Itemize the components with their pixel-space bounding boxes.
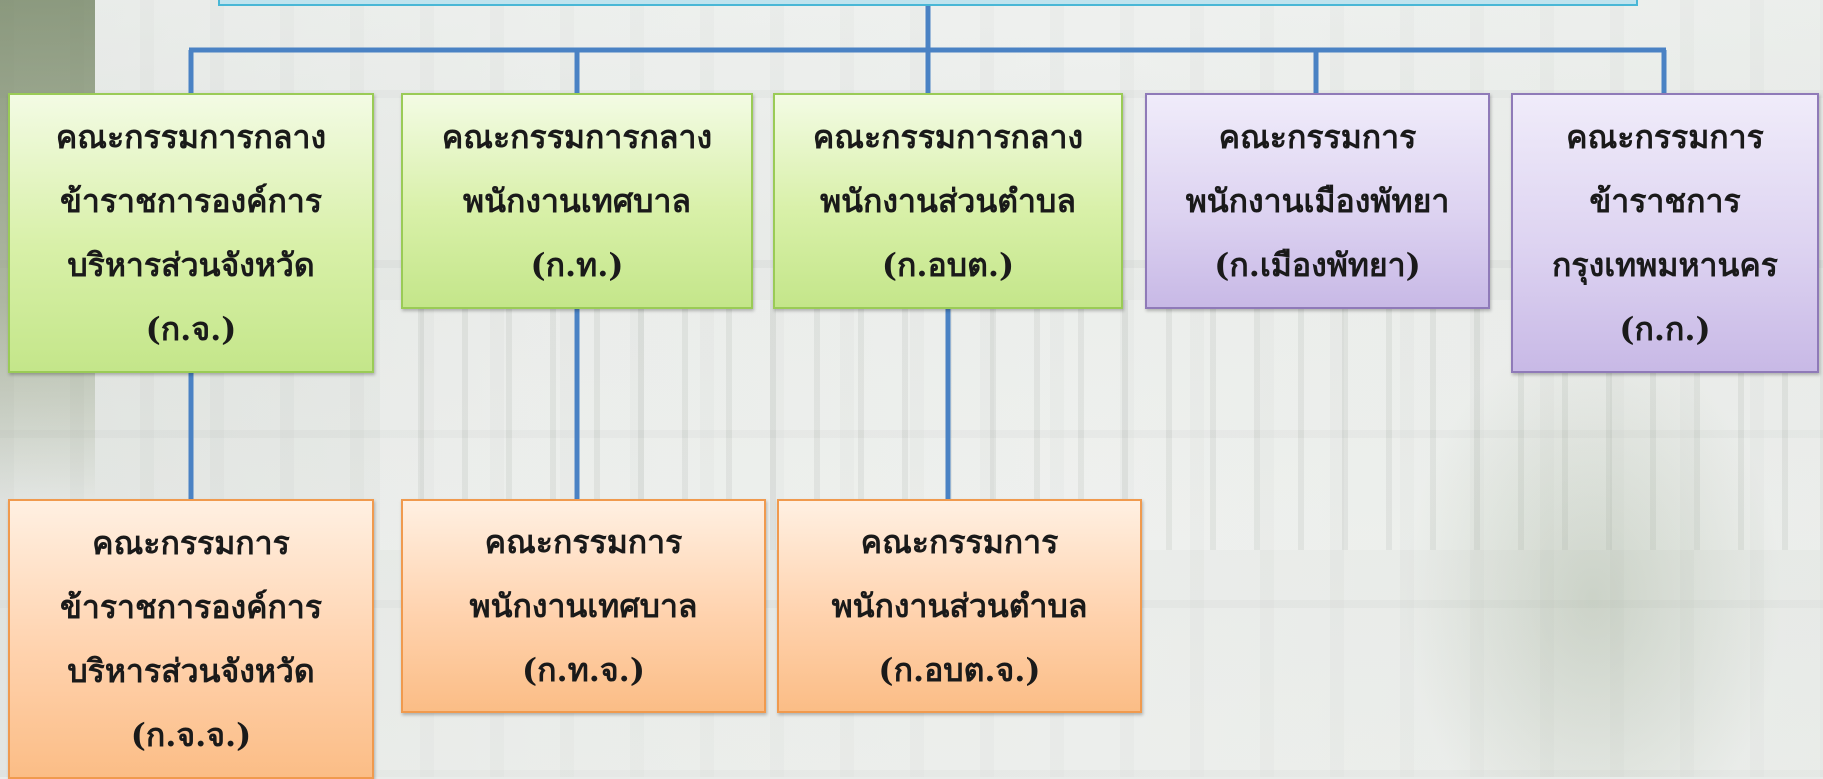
node-line: คณะกรรมการกลาง [812,118,1084,156]
node-line: (ก.จ.จ.) [130,716,252,754]
node-line: (ก.ก.) [1619,310,1711,348]
node-line: คณะกรรมการกลาง [55,118,327,156]
node-line: (ก.เมืองพัทยา) [1214,246,1421,284]
node-line: (ก.ท.) [530,246,624,284]
node-kor-tor: คณะกรรมการกลาง พนักงานเทศบาล (ก.ท.) [401,93,753,309]
node-kor-tor-jor: คณะกรรมการ พนักงานเทศบาล (ก.ท.จ.) [401,499,766,713]
node-line: คณะกรรมการ [1218,118,1417,156]
node-kor-pattaya: คณะกรรมการ พนักงานเมืองพัทยา (ก.เมืองพัท… [1145,93,1490,309]
node-kor-jor-jor: คณะกรรมการ ข้าราชการองค์การ บริหารส่วนจั… [8,499,374,779]
parent-node-bar [218,0,1638,6]
node-line: กรุงเทพมหานคร [1552,246,1778,284]
node-line: ข้าราชการองค์การ [59,588,323,626]
node-line: พนักงานส่วนตำบล [820,182,1076,220]
node-line: ข้าราชการ [1589,182,1741,220]
node-line: (ก.อบต.) [881,246,1015,284]
node-line: พนักงานเทศบาล [469,587,698,625]
node-line: คณะกรรมการ [92,524,290,562]
node-line: ข้าราชการองค์การ [59,182,323,220]
node-kor-kor-bangkok: คณะกรรมการ ข้าราชการ กรุงเทพมหานคร (ก.ก.… [1511,93,1819,373]
node-line: (ก.จ.) [145,310,237,348]
background-tree-right [1403,330,1783,777]
node-line: (ก.อบต.จ.) [878,651,1041,689]
node-line: บริหารส่วนจังหวัด [67,246,315,284]
node-line: คณะกรรมการ [1566,118,1764,156]
node-line: พนักงานส่วนตำบล [831,587,1088,625]
node-line: คณะกรรมการกลาง [441,118,713,156]
node-line: บริหารส่วนจังหวัด [67,652,315,690]
node-kor-jor: คณะกรรมการกลาง ข้าราชการองค์การ บริหารส่… [8,93,374,373]
node-line: พนักงานเมืองพัทยา [1185,182,1450,220]
node-line: พนักงานเทศบาล [462,182,692,220]
node-kor-obt-jor: คณะกรรมการ พนักงานส่วนตำบล (ก.อบต.จ.) [777,499,1142,713]
node-line: คณะกรรมการ [860,523,1059,561]
node-line: คณะกรรมการ [484,523,683,561]
node-kor-obt: คณะกรรมการกลาง พนักงานส่วนตำบล (ก.อบต.) [773,93,1123,309]
node-line: (ก.ท.จ.) [522,651,645,689]
